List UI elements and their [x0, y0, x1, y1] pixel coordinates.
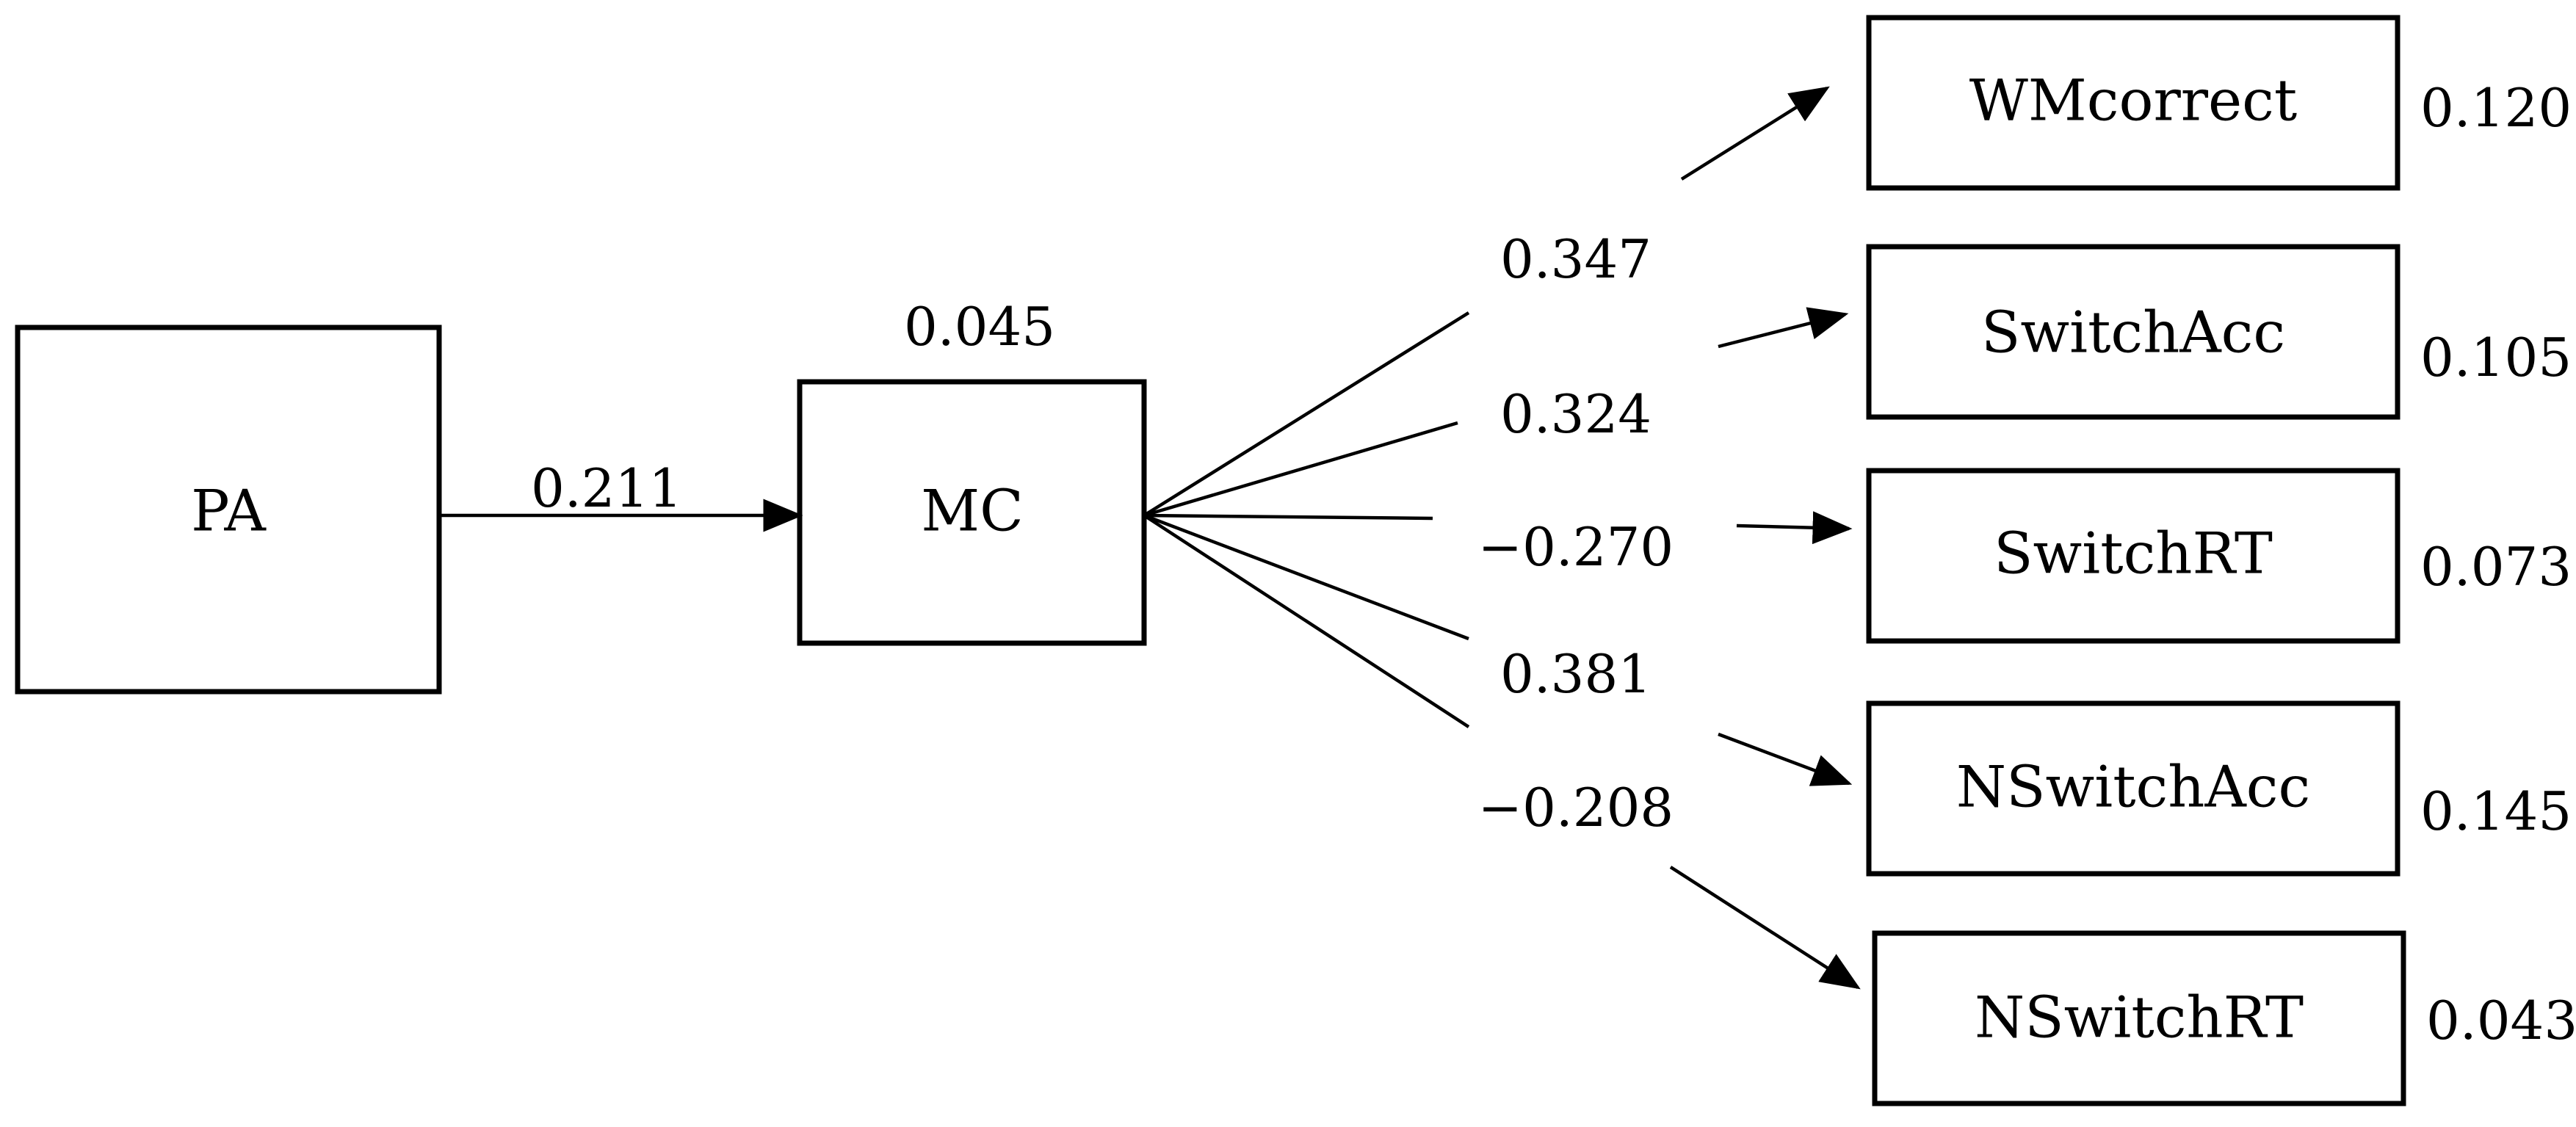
node-nswitch-acc-r2: 0.145	[2420, 780, 2572, 842]
edge-mc-to-nswitch-rt-segment-1	[1143, 514, 1470, 728]
node-mc-box	[797, 379, 1147, 646]
edge-mc-to-switch-acc-segment-2	[1718, 307, 1849, 349]
node-nswitch-rt-label: NSwitchRT	[1975, 985, 2304, 1051]
node-switch-rt-r2: 0.073	[2420, 536, 2572, 598]
edge-mc-to-wm-correct-segment-1	[1143, 311, 1470, 517]
edge-mc-to-switch-rt-segment-1	[1143, 513, 1433, 521]
node-wm-correct-label: WMcorrect	[1969, 68, 2297, 134]
edge-mc-to-switch-acc-segment-1	[1143, 421, 1458, 518]
edge-mc-to-nswitch-acc-segment-1	[1143, 513, 1469, 641]
node-wm-correct-r2: 0.120	[2420, 77, 2572, 139]
edge-mc-to-nswitch-acc-segment-2	[1718, 732, 1853, 786]
edge-mc-to-switch-rt-segment-2	[1736, 511, 1853, 545]
edge-mc-to-nswitch-rt-segment-2	[1669, 866, 1861, 990]
path-coefficient-mc-to-nswitch-rt: −0.208	[1478, 777, 1674, 838]
node-pa-box	[15, 325, 442, 695]
path-coefficient-mc-to-switch-acc: 0.324	[1500, 383, 1651, 445]
node-switch-acc-label: SwitchAcc	[1981, 300, 2285, 366]
edge-mc-to-wm-correct-segment-2	[1680, 86, 1830, 181]
node-nswitch-rt-r2: 0.043	[2426, 990, 2576, 1051]
node-switch-acc-box	[1866, 244, 2400, 420]
node-nswitch-acc-box	[1866, 700, 2400, 877]
path-coefficient-mc-to-nswitch-acc: 0.381	[1500, 643, 1651, 705]
node-wm-correct-box	[1866, 15, 2400, 191]
path-coefficient-mc-to-wm-correct: 0.347	[1500, 228, 1651, 290]
node-switch-rt-label: SwitchRT	[1994, 521, 2273, 587]
node-switch-acc-r2: 0.105	[2420, 327, 2572, 388]
path-coefficient-pa-to-mc: 0.211	[531, 457, 682, 519]
node-switch-rt-box	[1866, 468, 2400, 644]
path-coefficient-mc-to-switch-rt: −0.270	[1478, 516, 1674, 578]
node-nswitch-acc-label: NSwitchAcc	[1956, 755, 2310, 821]
node-pa-label: PA	[191, 479, 267, 545]
node-mc-r2: 0.045	[904, 296, 1055, 358]
node-nswitch-rt-box	[1872, 930, 2406, 1106]
node-mc-label: MC	[921, 479, 1024, 545]
